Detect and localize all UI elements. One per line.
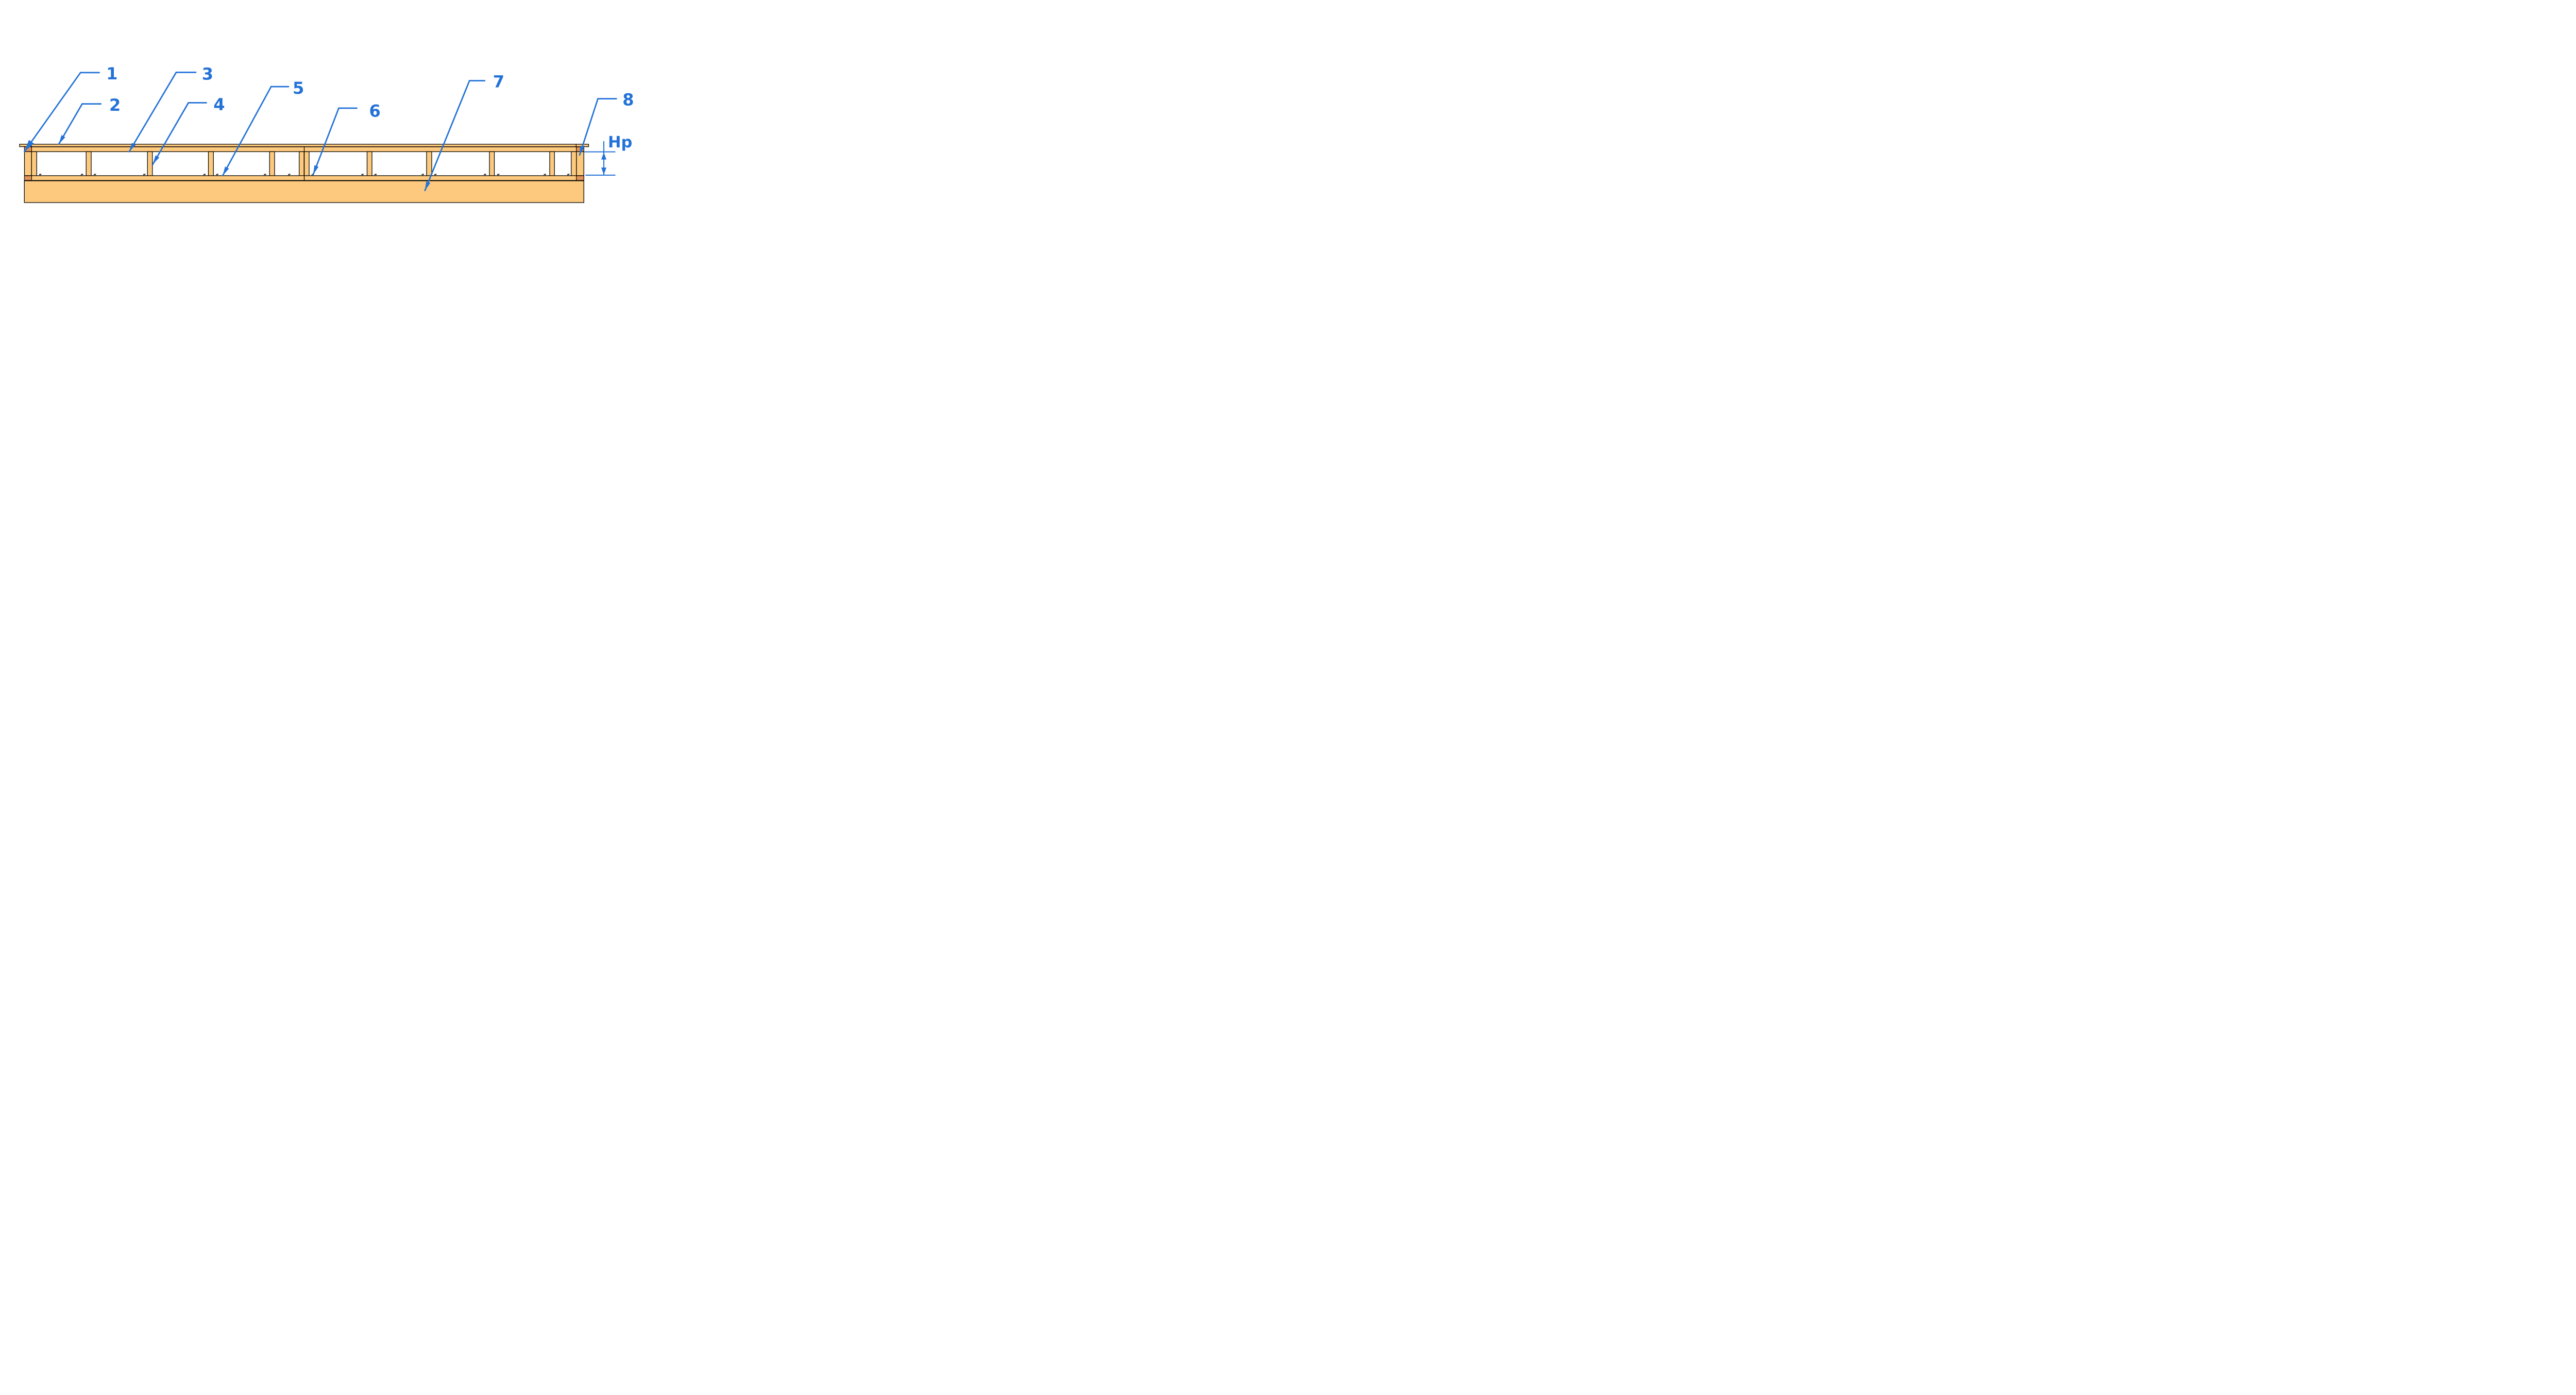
callout-3-arrowhead — [129, 143, 136, 152]
grain-line — [24, 177, 32, 178]
callout-6-leader-line — [312, 107, 340, 175]
callout-2-arrowhead — [59, 135, 65, 144]
fastener-clip — [497, 174, 500, 176]
callout-1-arrowhead — [24, 140, 34, 152]
callout-6-arrowhead — [313, 165, 319, 175]
stud — [208, 151, 214, 176]
fastener-clip — [374, 174, 377, 176]
callout-3-leader-line — [128, 72, 177, 153]
grain-line — [576, 178, 584, 179]
stud — [86, 151, 92, 176]
stud — [426, 151, 432, 176]
fastener-clip — [544, 174, 546, 176]
callout-1-label: 1 — [106, 64, 117, 83]
callout-6-label: 6 — [369, 101, 381, 121]
stud — [549, 151, 555, 176]
diagram-svg: 1 2 34 5 6 7 8Hp — [19, 64, 634, 203]
callout-2-label: 2 — [109, 95, 121, 115]
callout-1-leader-line — [23, 72, 81, 153]
fastener-clip — [567, 174, 570, 176]
base-board — [24, 180, 584, 203]
callout-8-arrowhead — [580, 145, 585, 155]
grain-line — [576, 177, 584, 178]
fastener-clip — [434, 174, 437, 176]
fastener-clip — [484, 174, 486, 176]
stud — [299, 151, 304, 176]
callout-5-label: 5 — [293, 78, 304, 98]
stud — [31, 151, 37, 176]
stud — [269, 151, 275, 176]
fastener-clip — [93, 174, 96, 176]
dim-label-hp: Hp — [608, 133, 632, 152]
top-plank — [19, 144, 589, 147]
callout-4-label: 4 — [213, 95, 225, 114]
callout-8-leader-line — [579, 98, 599, 156]
fastener-clip — [216, 174, 218, 176]
fastener-clip — [264, 174, 266, 176]
fastener-clip — [288, 174, 291, 176]
grain-line — [576, 179, 584, 180]
stud — [571, 151, 577, 176]
stud — [303, 151, 310, 176]
callout-7-label: 7 — [493, 72, 504, 92]
grain-line — [24, 176, 32, 177]
stud — [366, 151, 372, 176]
grain-line — [576, 176, 584, 177]
callout-8-label: 8 — [622, 90, 634, 110]
callout-3-label: 3 — [202, 64, 213, 84]
stud — [489, 151, 495, 176]
callout-5-arrowhead — [223, 166, 229, 176]
callout-4-arrowhead — [152, 155, 160, 164]
grain-line — [24, 179, 32, 180]
fastener-clip — [361, 174, 364, 176]
fastener-clip — [80, 174, 83, 176]
fastener-clip — [39, 174, 42, 176]
dim-arrowhead — [601, 167, 606, 175]
callout-7-arrowhead — [425, 181, 431, 191]
callout-5-leader-line — [222, 86, 272, 176]
stud — [147, 151, 153, 176]
callout-7-leader-line — [424, 80, 470, 191]
fastener-clip — [421, 174, 424, 176]
callout-4-leader-line — [152, 102, 190, 165]
fastener-clip — [203, 174, 206, 176]
fastener-clip — [143, 174, 146, 176]
grain-line — [24, 178, 32, 179]
dim-arrowhead — [601, 152, 606, 160]
